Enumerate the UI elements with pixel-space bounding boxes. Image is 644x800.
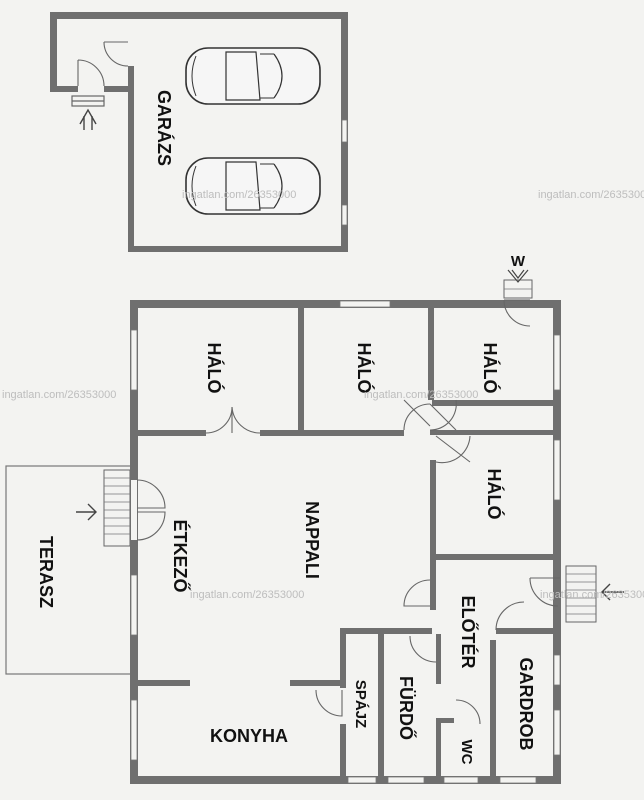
room-label-bedroom-3: HÁLÓ <box>480 343 501 394</box>
doors <box>136 299 560 725</box>
watermark: ingatlan.com/26353000 <box>538 189 644 201</box>
room-label-bathroom: FÜRDŐ <box>396 676 417 740</box>
room-label-bedroom-1: HÁLÓ <box>204 343 225 394</box>
room-label-garage: GARÁZS <box>154 90 175 166</box>
room-label-wc: WC <box>458 740 475 765</box>
entrance-steps <box>565 565 624 623</box>
room-label-pantry: SPÁJZ <box>352 680 369 728</box>
watermark: ingatlan.com/26353000 <box>540 589 644 601</box>
main-house-walls <box>130 300 561 784</box>
watermark: ingatlan.com/26353000 <box>2 389 116 401</box>
room-label-living: NAPPALI <box>302 501 322 579</box>
room-label-wardrobe: GARDROB <box>516 658 536 751</box>
garage-building <box>50 12 348 252</box>
entrance-arrow-icon <box>601 583 624 601</box>
car-icon <box>185 47 321 105</box>
room-label-bedroom-4: HÁLÓ <box>484 469 505 520</box>
watermark: ingatlan.com/26353000 <box>190 589 304 601</box>
room-label-terrace: TERASZ <box>36 536 56 608</box>
room-label-kitchen: KONYHA <box>210 726 288 746</box>
watermark: ingatlan.com/26353000 <box>182 189 296 201</box>
w-entrance-marker: W <box>503 253 533 299</box>
w-marker-label: W <box>511 253 526 270</box>
watermark: ingatlan.com/26353000 <box>364 389 478 401</box>
room-label-bedroom-2: HÁLÓ <box>354 343 375 394</box>
entrance-arrow-icon <box>79 108 97 130</box>
entrance-arrow-icon <box>507 269 529 283</box>
entrance-arrow-icon <box>76 503 97 521</box>
car-icon <box>185 157 321 215</box>
room-label-hall: ELŐTÉR <box>458 595 479 668</box>
room-label-dining: ÉTKEZŐ <box>170 519 191 592</box>
terrace-area <box>5 465 133 675</box>
